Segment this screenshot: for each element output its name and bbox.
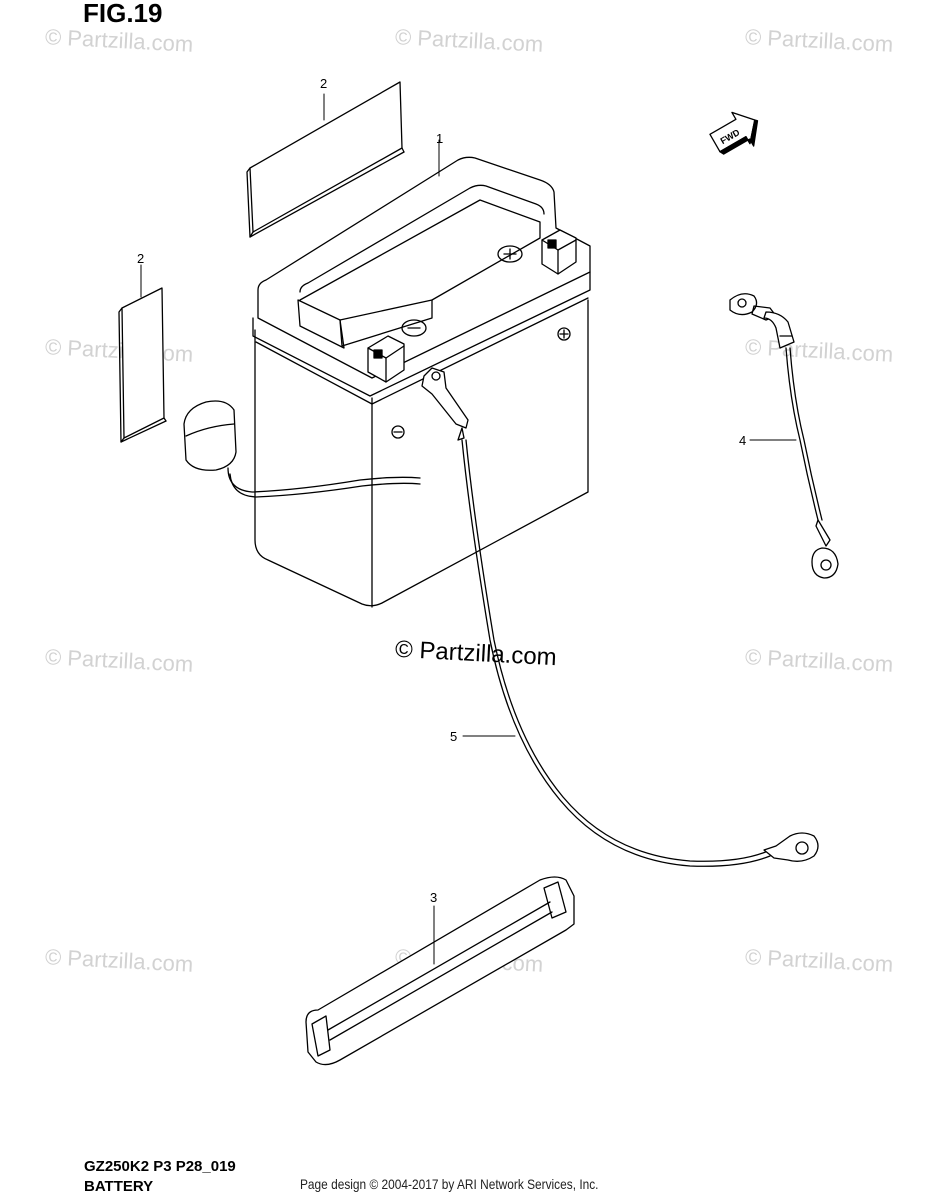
callout-5: 5 — [450, 729, 457, 744]
page-credit: Page design © 2004-2017 by ARI Network S… — [300, 1176, 599, 1192]
callout-3: 3 — [430, 890, 437, 905]
section-name: BATTERY — [84, 1178, 154, 1195]
breather-cap[interactable] — [183, 400, 421, 498]
lid-positive-mark — [497, 245, 523, 263]
fwd-arrow-icon: FWD — [709, 111, 759, 155]
lid-negative-mark — [401, 319, 427, 337]
label-sheet-top[interactable] — [246, 81, 405, 238]
model-code: GZ250K2 P3 P28_019 — [84, 1158, 236, 1175]
figure-title: FIG.19 — [83, 0, 163, 28]
face-positive-mark — [557, 327, 571, 341]
positive-terminal-block — [541, 229, 577, 275]
negative-lead-wire[interactable] — [421, 367, 819, 867]
positive-lead-wire[interactable] — [729, 293, 839, 579]
negative-terminal-block — [367, 335, 405, 383]
battery[interactable] — [252, 139, 591, 608]
callout-2-top: 2 — [320, 76, 327, 91]
face-negative-mark — [391, 425, 405, 439]
callout-1: 1 — [436, 131, 443, 146]
callout-4: 4 — [739, 433, 746, 448]
battery-strap[interactable] — [305, 876, 575, 1066]
callout-2-side: 2 — [137, 251, 144, 266]
label-sheet-side[interactable] — [118, 264, 167, 443]
